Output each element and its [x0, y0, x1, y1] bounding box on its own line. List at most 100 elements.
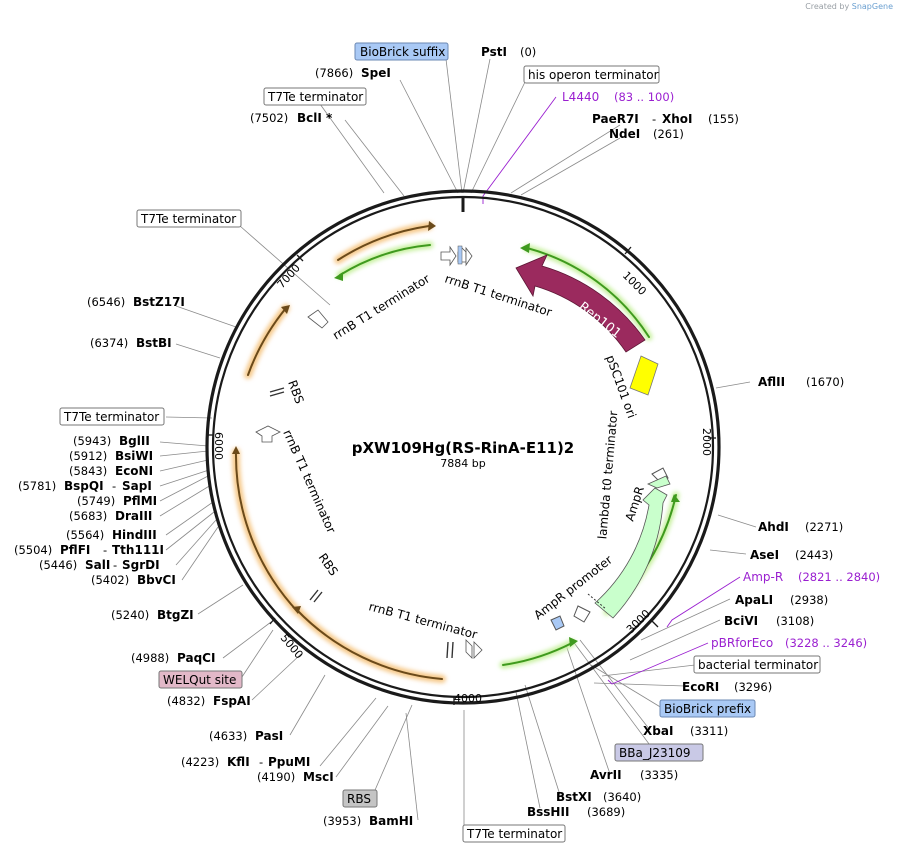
site-ecori[interactable]: EcoRI(3296) — [682, 680, 772, 694]
svg-text:BbvCI: BbvCI — [137, 573, 176, 587]
box-welqut-site[interactable]: WELQut site — [158, 670, 243, 689]
t7te-arc-lower — [234, 451, 299, 613]
svg-text:L4440: L4440 — [562, 90, 599, 104]
site-bspqi-sapi[interactable]: (5781)BspQI-SapI — [18, 479, 152, 493]
svg-text:(5446): (5446) — [39, 558, 77, 572]
svg-text:-: - — [113, 558, 117, 572]
t7te-arc-left — [247, 307, 287, 376]
site-bsiwi[interactable]: (5912)BsiWI — [69, 449, 153, 463]
svg-text:HindIII: HindIII — [112, 528, 157, 542]
green-arrowheads — [334, 243, 680, 647]
svg-text:(155): (155) — [708, 112, 739, 126]
primer-amp-r[interactable]: Amp-R (2821 .. 2840) — [743, 570, 880, 584]
site-fspai[interactable]: (4832) FspAI — [167, 694, 251, 708]
site-ndei[interactable]: NdeI(261) — [609, 127, 684, 141]
svg-text:BciVI: BciVI — [724, 614, 758, 628]
site-paer7i-xhoi[interactable]: PaeR7I-XhoI(155) — [592, 112, 739, 126]
site-apali[interactable]: ApaLI(2938) — [735, 593, 828, 607]
svg-text:EcoNI: EcoNI — [115, 464, 153, 478]
svg-text:ApaLI: ApaLI — [735, 593, 773, 607]
svg-text:pBRforEco: pBRforEco — [711, 636, 773, 650]
box-t7te-bottom[interactable]: T7Te terminator — [462, 824, 566, 843]
site-sali-sgrdi[interactable]: (5446)SalI-SgrDI — [39, 558, 160, 572]
svg-text:Tth111I: Tth111I — [112, 543, 164, 557]
site-avrii[interactable]: AvrII(3335) — [590, 768, 678, 782]
svg-text:FspAI: FspAI — [213, 694, 251, 708]
svg-text:SalI: SalI — [85, 558, 110, 572]
site-bbvci[interactable]: (5402) BbvCI — [91, 573, 176, 587]
site-msci[interactable]: (4190)MscI — [257, 770, 334, 784]
svg-text:BssHII: BssHII — [527, 805, 569, 819]
box-his-operon-terminator[interactable]: his operon terminator — [523, 65, 660, 84]
svg-text:XhoI: XhoI — [662, 112, 693, 126]
svg-text:KflI: KflI — [227, 755, 250, 769]
tick-7000: 7000 — [275, 262, 303, 292]
site-draiii[interactable]: (5683) DraIII — [69, 509, 152, 523]
box-biobrick-suffix[interactable]: BioBrick suffix — [354, 42, 449, 61]
site-kfli-ppumi[interactable]: (4223)KflI-PpuMI — [181, 755, 310, 769]
svg-text:-: - — [652, 112, 656, 126]
svg-text:(261): (261) — [653, 127, 684, 141]
svg-text:(5564): (5564) — [66, 528, 104, 542]
site-bcivi[interactable]: BciVI(3108) — [724, 614, 814, 628]
svg-text:SpeI: SpeI — [361, 66, 391, 80]
site-pflmi[interactable]: (5749) PflMI — [77, 494, 157, 508]
site-econi[interactable]: (5843)EcoNI — [69, 464, 153, 478]
primer-pbrforeco[interactable]: pBRforEco (3228 .. 3246) — [711, 636, 867, 650]
box-bacterial-terminator[interactable]: bacterial terminator — [693, 655, 821, 674]
site-aflii[interactable]: AflII(1670) — [758, 375, 844, 389]
site-pasi[interactable]: (4633)PasI — [209, 729, 283, 743]
site-bamhi[interactable]: (3953)BamHI — [323, 814, 413, 828]
site-ahdi[interactable]: AhdI(2271) — [758, 520, 843, 534]
site-bstz17i[interactable]: (6546)BstZ17I — [87, 295, 185, 309]
box-t7te-upper-left[interactable]: T7Te terminator — [136, 209, 242, 228]
biobrick-suffix-glyph — [457, 245, 463, 265]
svg-text:(2271): (2271) — [805, 520, 843, 534]
svg-text:(3640): (3640) — [603, 790, 641, 804]
site-hindiii[interactable]: (5564) HindIII — [66, 528, 157, 542]
site-pflfi-tth111i[interactable]: (5504)PflFI-Tth111I — [14, 543, 164, 557]
svg-text:MscI: MscI — [303, 770, 334, 784]
svg-text:(4832): (4832) — [167, 694, 205, 708]
svg-text:(6546): (6546) — [87, 295, 125, 309]
site-asei[interactable]: AseI(2443) — [750, 548, 833, 562]
svg-text:(5749): (5749) — [77, 494, 115, 508]
primer-l4440[interactable]: L4440 (83 .. 100) — [562, 90, 674, 104]
svg-text:(3228 .. 3246): (3228 .. 3246) — [785, 636, 867, 650]
svg-text:(5912): (5912) — [69, 449, 107, 463]
site-bstbi[interactable]: (6374)BstBI — [90, 336, 172, 350]
site-btgzi[interactable]: (5240)BtgZI — [111, 608, 194, 622]
site-bcli[interactable]: (7502)BclI * — [250, 111, 333, 125]
svg-text:BclI *: BclI * — [297, 111, 333, 125]
site-bsshii[interactable]: BssHII(3689) — [527, 805, 625, 819]
rep-green-arc — [526, 247, 650, 338]
svg-text:EcoRI: EcoRI — [682, 680, 719, 694]
box-bba-j23109[interactable]: BBa_J23109 — [614, 743, 704, 762]
rrnb-label-bottom: rrnB T1 terminator — [367, 599, 479, 641]
site-psti[interactable]: PstI(0) — [481, 45, 536, 59]
svg-text:(5683): (5683) — [69, 509, 107, 523]
rep101-arrow — [515, 254, 646, 353]
svg-text:PflMI: PflMI — [123, 494, 157, 508]
svg-text:PaqCI: PaqCI — [177, 651, 215, 665]
site-xbai[interactable]: XbaI(3311) — [643, 724, 728, 738]
site-bglii[interactable]: (5943)BglII — [73, 434, 150, 448]
svg-text:(3311): (3311) — [690, 724, 728, 738]
plasmid-name: pXW109Hg(RS-RinA-E11)2 — [352, 439, 575, 457]
terminator-glyphs — [255, 245, 483, 659]
site-bstxi[interactable]: BstXI(3640) — [556, 790, 641, 804]
svg-text:(5402): (5402) — [91, 573, 129, 587]
svg-text:T7Te terminator: T7Te terminator — [267, 90, 363, 104]
primer-leaders — [482, 96, 741, 685]
box-t7te-top[interactable]: T7Te terminator — [263, 87, 367, 106]
site-spei[interactable]: (7866)SpeI — [315, 66, 391, 80]
box-t7te-left[interactable]: T7Te terminator — [59, 407, 165, 426]
svg-text:T7Te terminator: T7Te terminator — [63, 410, 159, 424]
box-biobrick-prefix[interactable]: BioBrick prefix — [659, 699, 756, 718]
svg-text:DraIII: DraIII — [115, 509, 152, 523]
svg-text:(5504): (5504) — [14, 543, 52, 557]
box-rbs[interactable]: RBS — [342, 789, 378, 808]
svg-text:(5781): (5781) — [18, 479, 56, 493]
site-paqci[interactable]: (4988)PaqCI — [131, 651, 215, 665]
tick-1000: 1000 — [620, 269, 649, 298]
